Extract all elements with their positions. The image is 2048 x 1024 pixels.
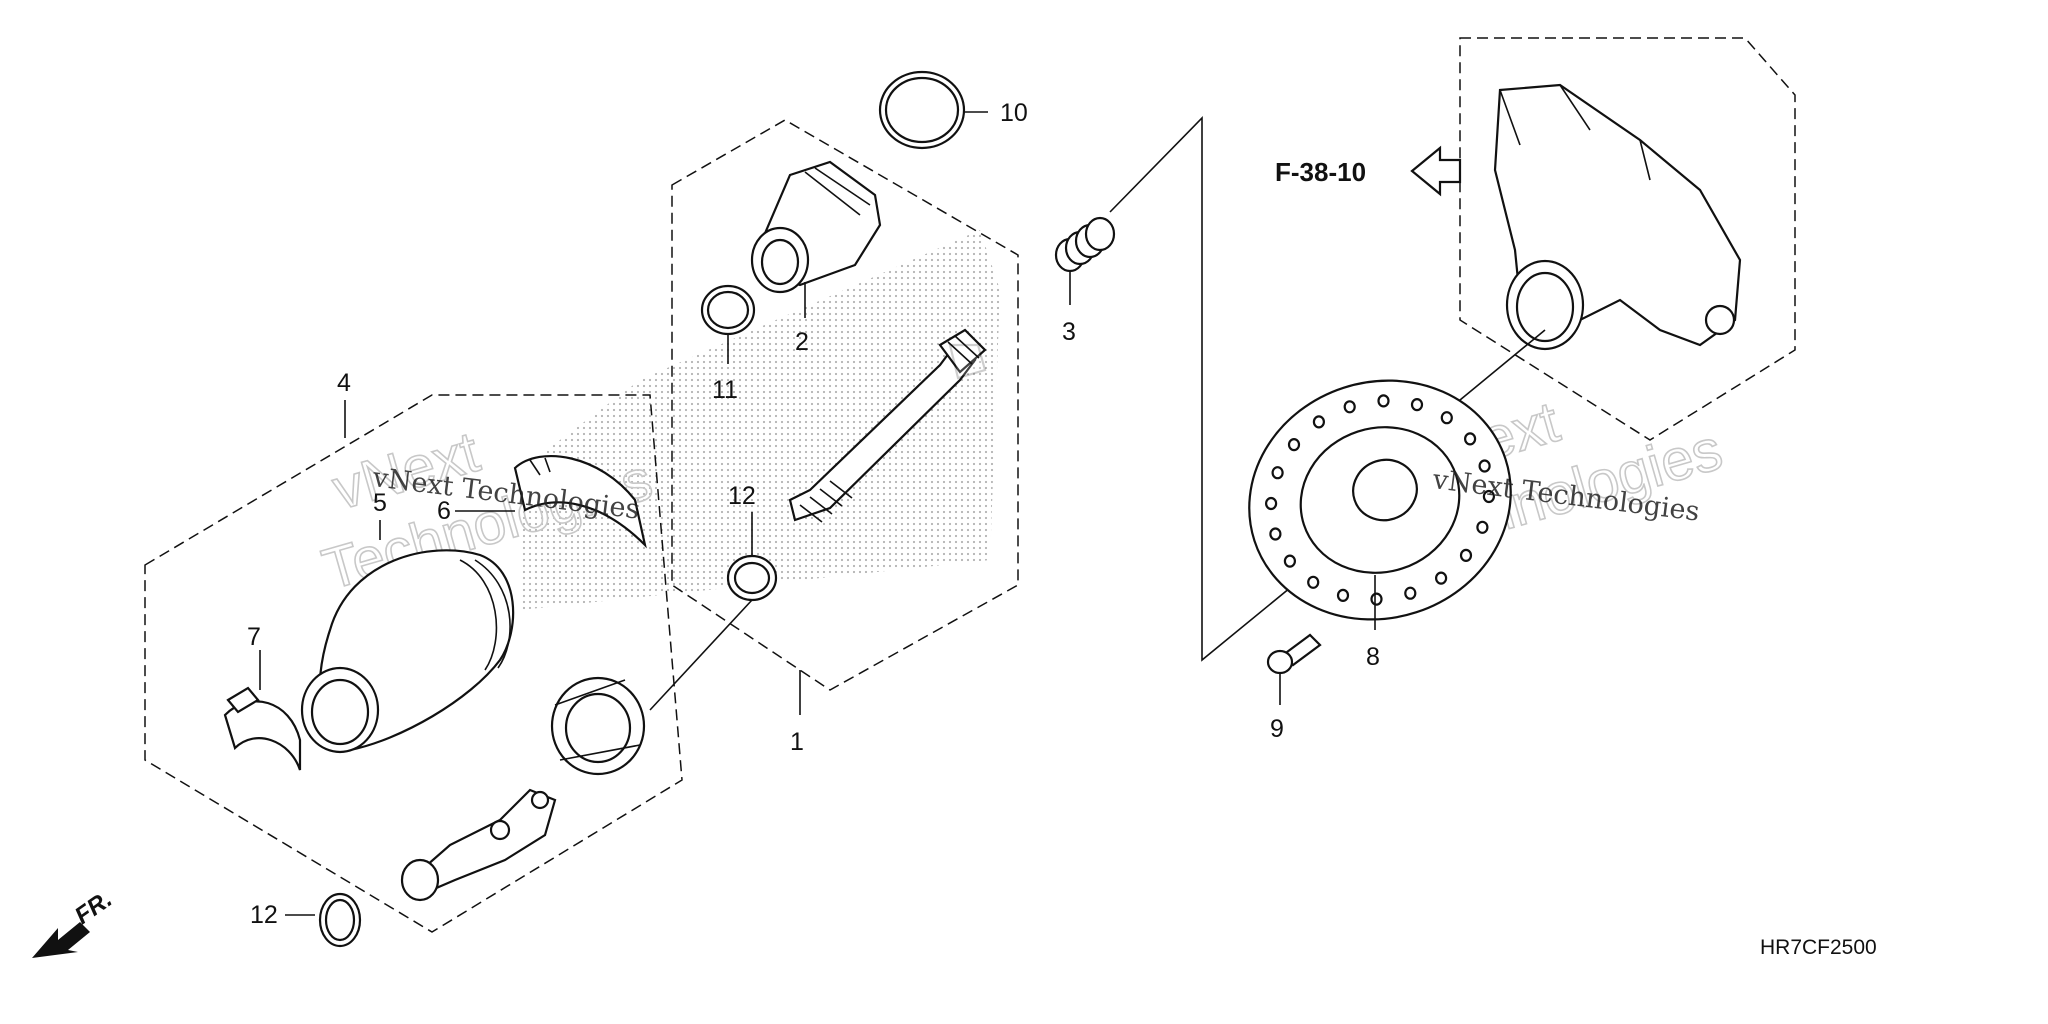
callout-8: 8 bbox=[1366, 643, 1380, 671]
universal-joint bbox=[400, 788, 557, 902]
callout-5: 5 bbox=[373, 489, 387, 517]
front-arrow-icon bbox=[32, 922, 90, 958]
boot-5 bbox=[300, 549, 515, 754]
disc-hole bbox=[1476, 520, 1489, 534]
disc-hole bbox=[1312, 415, 1326, 429]
bolt-9 bbox=[1266, 633, 1322, 675]
disc-hole bbox=[1463, 432, 1477, 446]
brake-disc-8 bbox=[1248, 379, 1512, 621]
spring-3 bbox=[1054, 216, 1116, 273]
disc-hole bbox=[1307, 575, 1320, 589]
bracket-line bbox=[1109, 116, 1319, 662]
disc-hole bbox=[1343, 400, 1356, 414]
disc-hole bbox=[1478, 459, 1491, 473]
halftone-shading bbox=[520, 230, 1000, 610]
callout-11: 11 bbox=[712, 376, 738, 404]
callout-3: 3 bbox=[1062, 318, 1076, 346]
boot-2 bbox=[750, 160, 882, 294]
callout-10: 10 bbox=[1000, 99, 1028, 127]
callout-12-upper: 12 bbox=[728, 482, 756, 510]
left-arrow-icon bbox=[1410, 145, 1462, 197]
front-indicator: FR. bbox=[32, 886, 117, 958]
reference-label: F-38-10 bbox=[1275, 157, 1366, 187]
o-ring-12-lower bbox=[318, 892, 362, 948]
callout-4: 4 bbox=[337, 369, 351, 397]
disc-hole bbox=[1264, 496, 1278, 511]
disc-hole bbox=[1434, 571, 1448, 585]
callout-7: 7 bbox=[247, 623, 261, 651]
shaft-1 bbox=[788, 328, 987, 523]
callout-labels: 10 2 11 3 4 5 6 7 12 1 8 9 12 bbox=[247, 99, 1380, 929]
front-label: FR. bbox=[70, 886, 117, 930]
reference-arrow: F-38-10 bbox=[1275, 145, 1462, 197]
disc-hole bbox=[1283, 554, 1297, 568]
o-ring-10 bbox=[878, 70, 966, 150]
diagram-code: HR7CF2500 bbox=[1760, 936, 1877, 959]
callout-1: 1 bbox=[790, 728, 804, 756]
callout-6: 6 bbox=[437, 497, 451, 525]
band-6 bbox=[513, 455, 647, 549]
disc-hole bbox=[1271, 466, 1284, 480]
disc-holes bbox=[1264, 394, 1496, 606]
o-ring-11 bbox=[700, 284, 756, 336]
disc-hole bbox=[1336, 588, 1350, 603]
callout-9: 9 bbox=[1270, 715, 1284, 743]
assembly-boundaries bbox=[144, 37, 1796, 933]
callout-12-lower: 12 bbox=[250, 901, 278, 929]
disc-hole bbox=[1410, 398, 1424, 412]
disc-hole bbox=[1482, 489, 1496, 504]
hub-knuckle bbox=[1493, 83, 1742, 351]
disc-hole bbox=[1377, 394, 1390, 408]
o-ring-12-upper bbox=[726, 554, 778, 602]
disc-hole bbox=[1370, 592, 1383, 606]
disc-hole bbox=[1404, 586, 1417, 600]
leader-lines bbox=[259, 111, 1546, 916]
clamp-7 bbox=[223, 686, 302, 771]
disc-hole bbox=[1459, 548, 1473, 563]
seal bbox=[550, 676, 646, 776]
disc-hole bbox=[1287, 438, 1301, 452]
callout-2: 2 bbox=[795, 328, 809, 356]
disc-hole bbox=[1440, 411, 1453, 425]
disc-hole bbox=[1269, 527, 1282, 541]
